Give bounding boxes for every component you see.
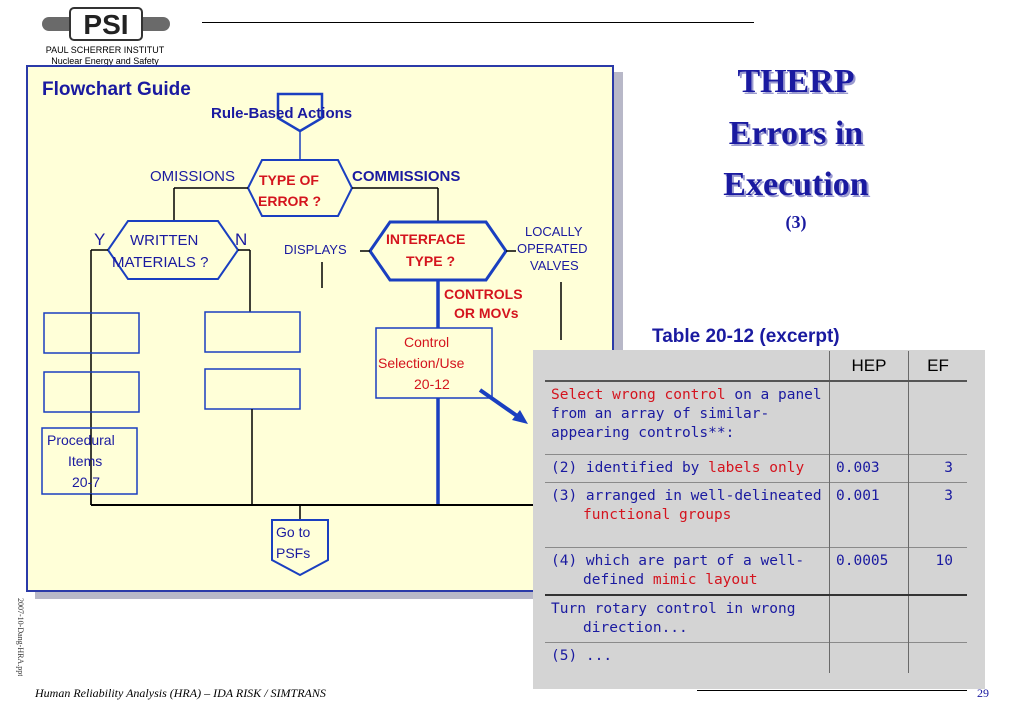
department-name: Nuclear Energy and Safety: [51, 56, 159, 65]
table-row: (4) which are part of a well-defined mim…: [545, 547, 967, 595]
table-header-description: [545, 351, 830, 382]
locally-operated-label-3: VALVES: [530, 258, 579, 273]
row2-ef: 3: [908, 482, 967, 548]
type-of-error-label-2: ERROR ?: [258, 193, 321, 209]
flowchart-heading: Flowchart Guide: [42, 79, 191, 100]
row5-ef: [908, 642, 967, 673]
procedural-items-label-2: Items: [68, 453, 103, 469]
row0-highlight: Select wrong control: [551, 387, 726, 403]
interface-type-label-2: TYPE ?: [406, 253, 456, 269]
interface-type-label-1: INTERFACE: [386, 231, 466, 247]
page-number: 29: [977, 686, 989, 700]
header-rule: [202, 22, 754, 23]
row3-hep: 0.0005: [829, 547, 909, 595]
row0-hep: [829, 381, 909, 455]
logo-text: PSI: [83, 9, 128, 40]
row4-ef: [908, 594, 967, 643]
rule-based-shape: [276, 92, 324, 133]
row3-ef: 10: [908, 547, 967, 595]
title-line-2: Errors in: [728, 115, 864, 152]
institute-name: PAUL SCHERRER INSTITUT: [45, 45, 165, 55]
control-selection-label-1: Control: [404, 334, 450, 350]
row0-ef: [909, 381, 968, 455]
control-selection-label-2: Selection/Use: [378, 355, 465, 371]
row4-hep: [829, 594, 909, 643]
no-label: N: [235, 230, 248, 249]
locally-operated-label-1: LOCALLY: [525, 224, 583, 239]
goto-psfs-label-1: Go to: [276, 524, 311, 540]
title-subtitle: (3): [785, 212, 807, 232]
row3-highlight: mimic layout: [652, 572, 758, 588]
row2-hep: 0.001: [829, 482, 909, 548]
footer-text: Human Reliability Analysis (HRA) – IDA R…: [35, 686, 326, 700]
table-caption: Table 20-12 (excerpt): [652, 326, 840, 347]
psi-logo: PSI: [42, 6, 170, 42]
row3-text: (4) which are part of a well-defined: [551, 553, 805, 588]
written-materials-label-1: WRITTEN: [130, 232, 199, 249]
commissions-label: COMMISSIONS: [352, 168, 461, 185]
row2-text: (3) arranged in well-delineated: [551, 488, 822, 504]
title-line-1: THERP: [737, 63, 855, 100]
procedural-items-box: [41, 427, 138, 495]
table-header-hep: HEP: [829, 351, 909, 382]
goto-psfs-label-2: PSFs: [276, 545, 311, 561]
row1-highlight: labels only: [708, 460, 805, 476]
table-row: Select wrong control on a panel from an …: [545, 381, 967, 455]
displays-label: DISPLAYS: [284, 242, 347, 257]
table-row: Turn rotary control in wrong direction..…: [545, 594, 967, 643]
control-selection-label-3: 20-12: [414, 376, 450, 392]
rule-based-label: Rule-Based Actions: [211, 105, 353, 122]
type-of-error-label-1: TYPE OF: [259, 172, 319, 188]
row4-text: Turn rotary control in wrong direction..…: [551, 601, 796, 636]
row2-highlight: functional groups: [583, 507, 732, 523]
hep-table: HEP EF Select wrong control on a panel f…: [545, 351, 967, 673]
locally-operated-label-2: OPERATED: [517, 241, 588, 256]
written-materials-label-2: MATERIALS ?: [112, 254, 209, 271]
procedural-items-label-3: 20-7: [72, 474, 101, 490]
table-header-ef: EF: [908, 351, 967, 382]
procedural-items-label-1: Procedural: [47, 432, 115, 448]
table-row: (2) identified by labels only 0.003 3: [545, 454, 967, 483]
table-row: (5) ...: [545, 642, 967, 673]
row1-text: (2) identified by: [551, 460, 709, 476]
controls-label-1: CONTROLS: [444, 286, 523, 302]
side-stamp-text: 2007-10-Dang-HRA.ppt: [16, 598, 24, 676]
control-selection-box: [375, 327, 493, 399]
controls-label-2: OR MOVs: [454, 305, 519, 321]
table-row: (3) arranged in well-delineated function…: [545, 482, 967, 548]
goto-psfs-shape: [271, 519, 329, 577]
footer-rule: [697, 690, 967, 691]
row5-hep: [829, 642, 909, 673]
row1-ef: 3: [908, 454, 967, 483]
row5-text: (5) ...: [545, 642, 830, 673]
side-stamp: 2007-10-Dang-HRA.ppt: [4, 596, 25, 677]
omissions-label: OMISSIONS: [150, 168, 236, 185]
yes-label: Y: [94, 230, 106, 249]
row1-hep: 0.003: [829, 454, 909, 483]
title-line-3: Execution: [723, 166, 869, 203]
row0-text: on a panel from an array of similar-appe…: [551, 387, 822, 441]
